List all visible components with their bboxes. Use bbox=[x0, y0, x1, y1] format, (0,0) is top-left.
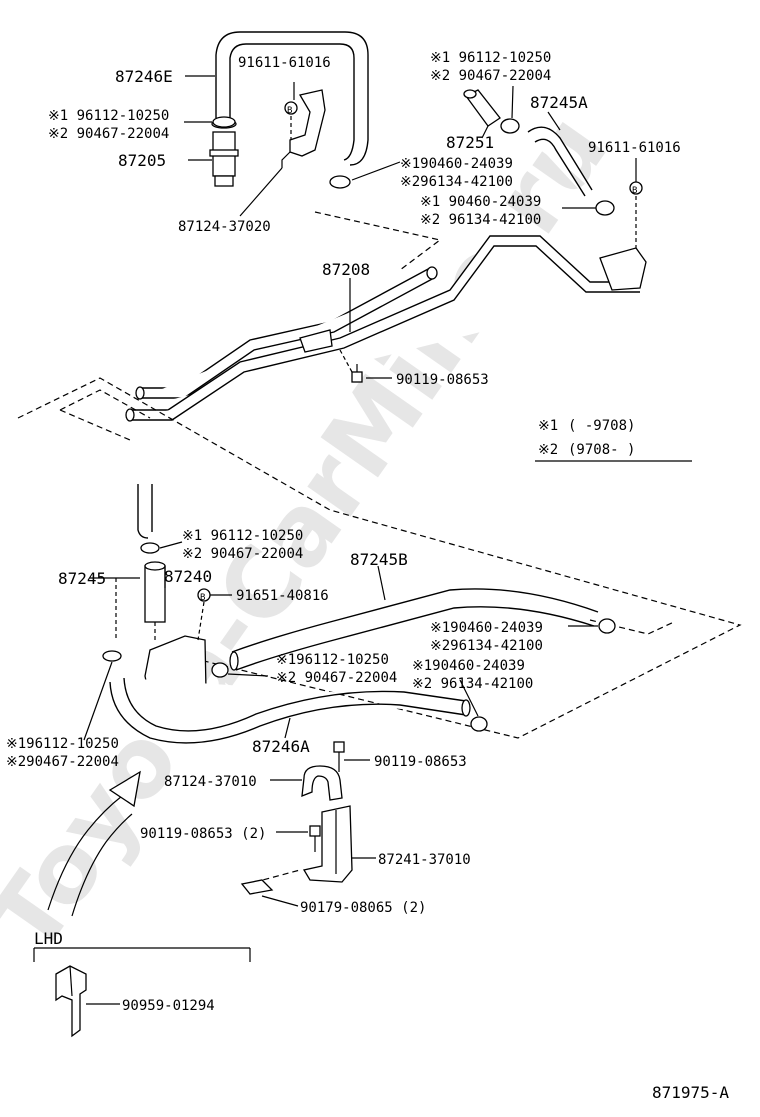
label-196112-10250-d: ※196112-10250 bbox=[276, 652, 389, 668]
label-190460-24039-e: ※190460-24039 bbox=[412, 658, 525, 674]
clamp-87124-37010 bbox=[301, 765, 343, 801]
label-196112-10250-f: ※196112-10250 bbox=[6, 736, 119, 752]
arrow-lhd bbox=[47, 770, 141, 917]
label-90460-24039-b: ※1 90460-24039 bbox=[420, 194, 541, 210]
leader-clamp-87251 bbox=[511, 85, 514, 119]
legend-row2-mark: ※2 bbox=[538, 442, 558, 458]
dashed-guide-top bbox=[314, 211, 442, 271]
clamp-mid-upper bbox=[140, 542, 160, 554]
label-91611-61016-top: 91611-61016 bbox=[238, 55, 331, 71]
leader-87245a bbox=[547, 111, 561, 131]
label-96112-10250-a: ※1 96112-10250 bbox=[48, 108, 169, 124]
bolt-mark-b-mid-label: B bbox=[200, 593, 205, 603]
label-90179-08065: 90179-08065 (2) bbox=[300, 900, 426, 916]
legend-row1-range: ( -9708) bbox=[568, 418, 635, 434]
label-90119-08653-c: 90119-08653 (2) bbox=[140, 826, 266, 842]
label-290467-22004-f: ※290467-22004 bbox=[6, 754, 119, 770]
leader-clamp-87246a-left bbox=[83, 661, 113, 741]
label-87208: 87208 bbox=[322, 260, 370, 279]
label-87251: 87251 bbox=[446, 133, 494, 152]
label-87124-37020: 87124-37020 bbox=[178, 219, 271, 235]
label-91651-40816: 91651-40816 bbox=[236, 588, 329, 604]
label-90119-08653-a: 90119-08653 bbox=[396, 372, 489, 388]
label-90467-22004-a: ※2 90467-22004 bbox=[48, 126, 169, 142]
label-96134-42100-e: ※2 96134-42100 bbox=[412, 676, 533, 692]
label-96112-10250-c: ※1 96112-10250 bbox=[182, 528, 303, 544]
bolt-mark-b-top bbox=[284, 101, 298, 115]
nut-90179-08065 bbox=[240, 879, 274, 895]
fitting-87205 bbox=[209, 119, 239, 187]
label-90467-22004-d: ※2 90467-22004 bbox=[276, 670, 397, 686]
diagram-id: 871975-A bbox=[652, 1083, 729, 1102]
clip-90959-01294 bbox=[55, 965, 87, 1038]
leader-87245b bbox=[377, 565, 386, 601]
legend-row1-mark: ※1 bbox=[538, 418, 558, 434]
bolt-mark-b-right-label: B bbox=[632, 186, 637, 196]
label-296134-42100-a: ※296134-42100 bbox=[400, 174, 513, 190]
bracket-87241-37010 bbox=[302, 805, 353, 883]
hose-87245b bbox=[229, 588, 599, 671]
label-96134-42100-b: ※2 96134-42100 bbox=[420, 212, 541, 228]
label-87245a: 87245A bbox=[530, 93, 588, 112]
leader-87124-37020 bbox=[239, 167, 283, 217]
hose-87246a bbox=[109, 677, 471, 744]
clamp-87245a bbox=[595, 200, 615, 216]
label-87245: 87245 bbox=[58, 569, 106, 588]
clamp-87245b-right bbox=[598, 618, 616, 634]
clamp-87246a-left bbox=[102, 650, 122, 662]
leader-clamp-87245b-left bbox=[227, 673, 269, 677]
label-87246a: 87246A bbox=[252, 737, 310, 756]
bolt-90119-08653-b bbox=[333, 741, 345, 772]
label-87205: 87205 bbox=[118, 151, 166, 170]
clamp-87245b-left bbox=[211, 662, 229, 678]
clamp-87246a-right bbox=[470, 716, 488, 732]
label-87246e: 87246E bbox=[115, 67, 173, 86]
label-90119-08653-b: 90119-08653 bbox=[374, 754, 467, 770]
label-90959-01294: 90959-01294 bbox=[122, 998, 215, 1014]
label-91611-61016-right: 91611-61016 bbox=[588, 140, 681, 156]
label-87245b: 87245B bbox=[350, 550, 408, 569]
clamp-top-left bbox=[329, 175, 351, 189]
legend-row2-range: (9708- ) bbox=[568, 442, 635, 458]
bolt-mark-b-top-label: B bbox=[287, 106, 292, 116]
bolt-90119-08653-pair bbox=[309, 825, 321, 852]
label-96112-10250-b: ※1 96112-10250 bbox=[430, 50, 551, 66]
hose-87245a bbox=[527, 126, 593, 197]
clamp-87251 bbox=[500, 118, 520, 134]
label-190460-24039-a: ※190460-24039 bbox=[400, 156, 513, 172]
hose-87240 bbox=[144, 561, 166, 623]
label-87240: 87240 bbox=[164, 567, 212, 586]
label-87241-37010: 87241-37010 bbox=[378, 852, 471, 868]
fitting-87251 bbox=[463, 89, 501, 127]
label-90467-22004-b: ※2 90467-22004 bbox=[430, 68, 551, 84]
label-296134-42100-c: ※296134-42100 bbox=[430, 638, 543, 654]
label-190460-24039-c: ※190460-24039 bbox=[430, 620, 543, 636]
bracket-87124-37020 bbox=[281, 89, 326, 168]
hose-segment-upper bbox=[137, 484, 153, 539]
leader-87246a bbox=[284, 717, 291, 739]
leader-90179 bbox=[261, 895, 299, 907]
clamp-87205 bbox=[212, 116, 236, 128]
label-87124-37010: 87124-37010 bbox=[164, 774, 257, 790]
leader-clamp-mid-upper bbox=[159, 541, 183, 549]
leader-clamp-87246a-right bbox=[459, 679, 479, 717]
pipe-assembly-87208 bbox=[125, 235, 647, 422]
leader-87251 bbox=[481, 125, 489, 139]
leader-clamp-top-left bbox=[351, 161, 401, 181]
dashed-outline-outer bbox=[17, 377, 742, 739]
dashed-outline-inner bbox=[59, 389, 151, 441]
bolt-90119-08653-a bbox=[351, 364, 363, 383]
label-90467-22004-c: ※2 90467-22004 bbox=[182, 546, 303, 562]
label-lhd: LHD bbox=[34, 929, 63, 948]
